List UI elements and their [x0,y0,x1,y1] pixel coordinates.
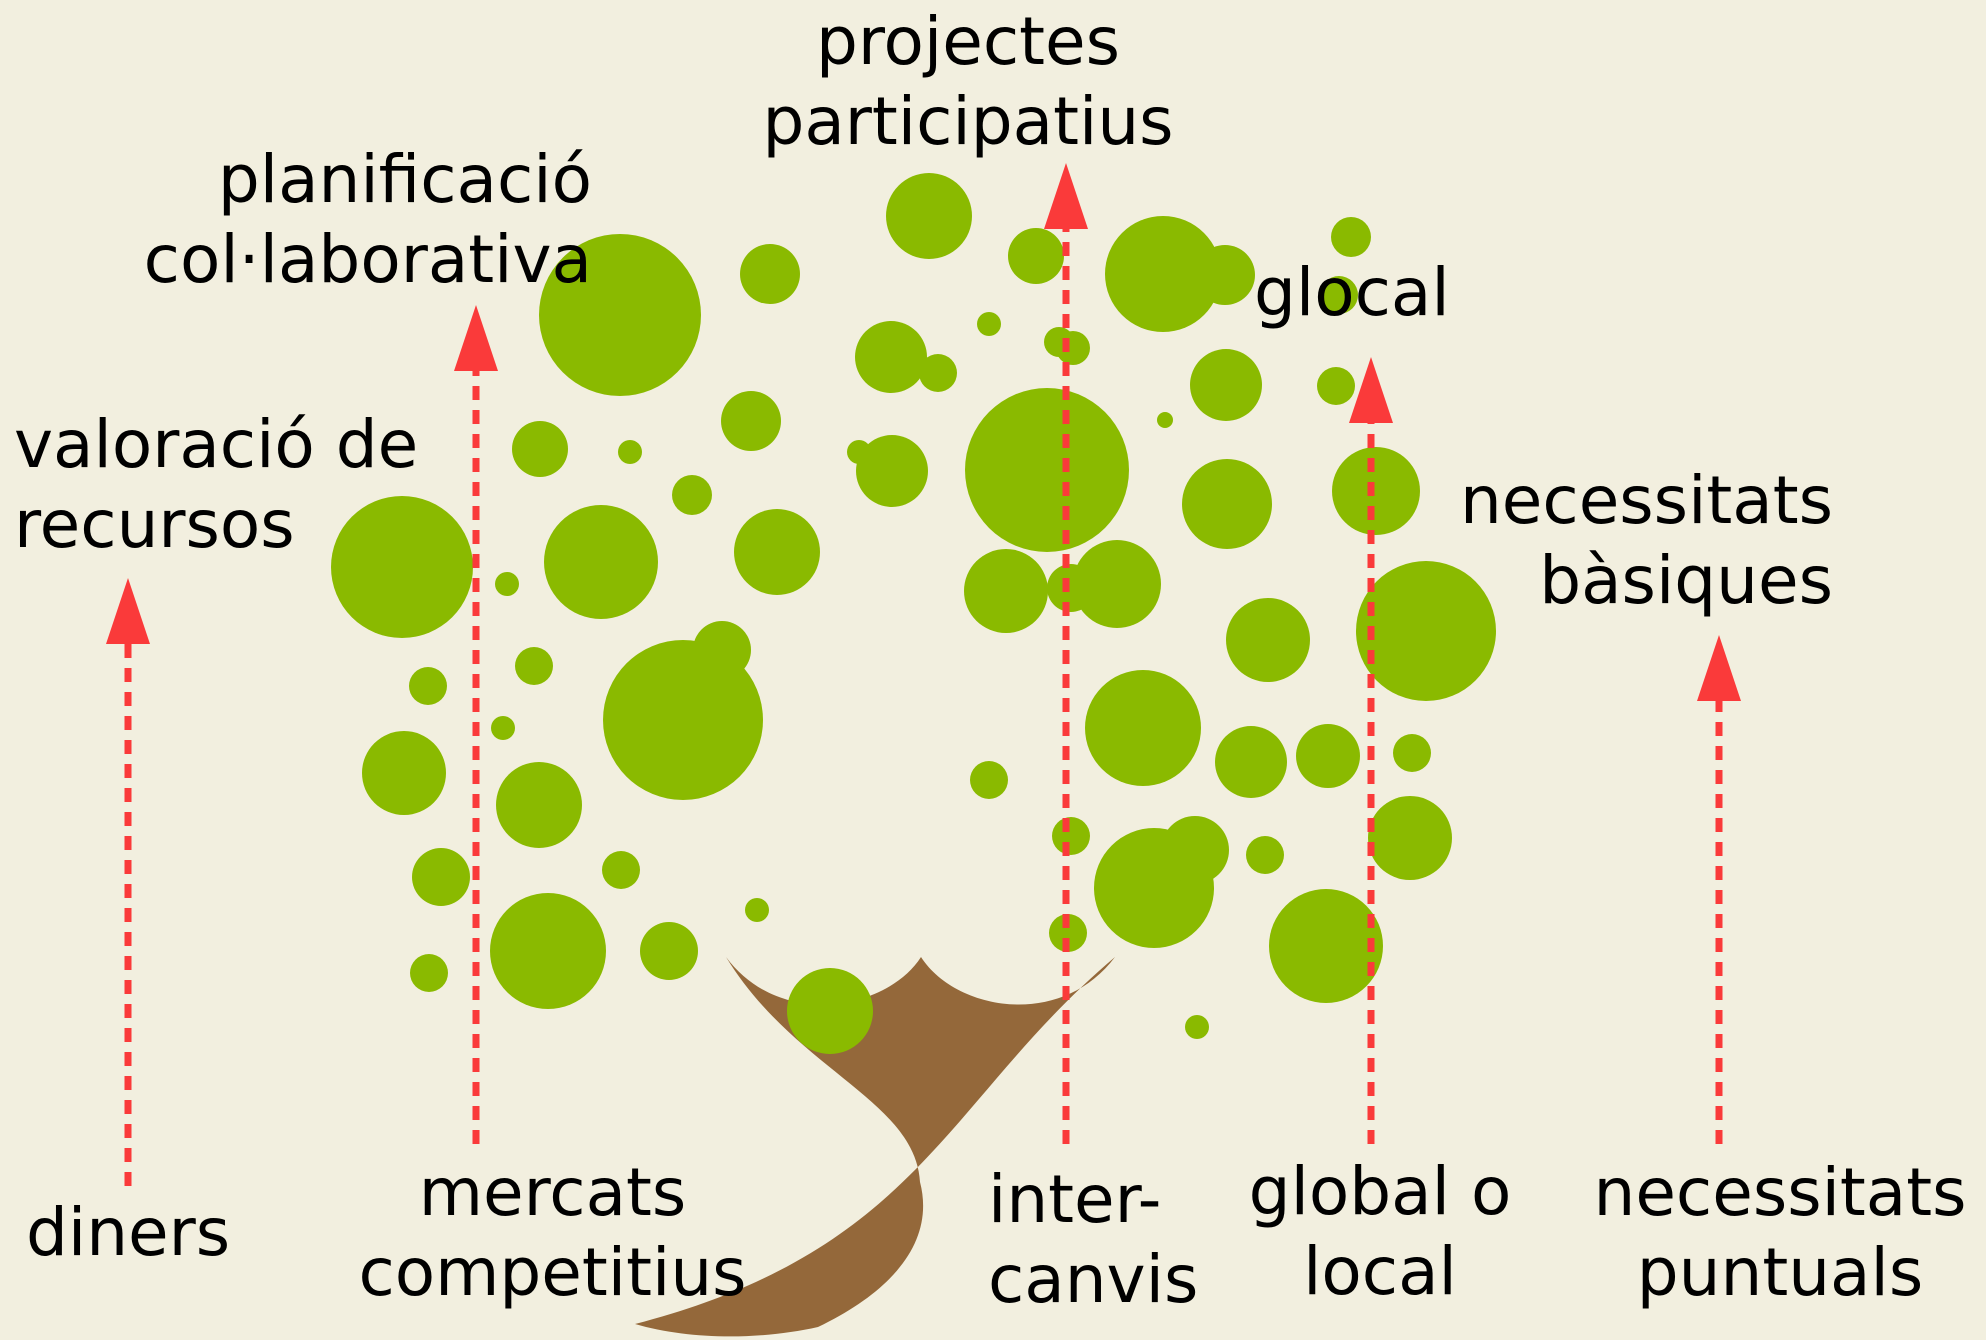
leaf-22 [1368,796,1452,880]
leaf-32 [1331,217,1371,257]
leaf-25 [721,391,781,451]
leaf-23 [1215,726,1287,798]
leaf-2 [544,505,658,619]
leaf-37 [672,475,712,515]
tree-trunk [635,957,1115,1337]
leaf-52 [745,898,769,922]
leaf-18 [1195,245,1255,305]
leaf-54 [1317,367,1355,405]
leaf-35 [1188,485,1228,525]
leaf-58 [1320,276,1358,314]
leaf-49 [640,922,698,980]
leaf-30 [1049,914,1087,952]
label-diners: diners [26,1194,231,1271]
leaf-56 [1185,1015,1209,1039]
arrows-group [106,163,1741,1186]
leaf-60 [847,440,871,464]
leaf-9 [886,173,972,259]
arrow-1 [454,305,498,1144]
label-necessitats-puntuals: necessitats puntuals [1593,1154,1967,1311]
leaf-57 [1393,734,1431,772]
leaf-1 [331,496,473,638]
arrow-2 [1044,163,1088,1144]
label-planificacio-collaborativa: planificació col·laborativa [143,141,592,298]
label-necessitats-basiques: necessitats bàsiques [1459,462,1833,619]
leaf-42 [491,716,515,740]
label-projectes-participatius: projectes participatius [762,3,1174,160]
leaf-55 [1246,836,1284,874]
leaf-5 [1105,216,1221,332]
leaf-51 [787,968,873,1054]
leaf-38 [618,440,642,464]
leaf-8 [1269,889,1383,1003]
leaf-50 [602,851,640,889]
leaf-0 [539,234,701,396]
leaf-17 [1332,447,1420,535]
leaf-48 [490,893,606,1009]
leaf-13 [964,549,1048,633]
leaf-45 [496,762,582,848]
leaf-36 [693,621,751,679]
leaf-12 [734,509,820,595]
leaf-19 [1226,598,1310,682]
leaf-47 [410,954,448,992]
leaf-41 [515,647,553,685]
leaf-15 [1085,670,1201,786]
leaf-7 [1356,561,1496,701]
leaf-40 [495,572,519,596]
leaf-34 [1157,412,1173,428]
leaf-28 [1047,564,1095,612]
arrow-4 [1697,635,1741,1144]
leaf-43 [409,667,447,705]
leaf-24 [740,244,800,304]
arrow-head [1697,635,1741,701]
label-intercanvis: inter- canvis [988,1161,1199,1318]
leaf-20 [1161,816,1229,884]
leaf-21 [1296,724,1360,788]
arrow-head [1349,357,1393,423]
arrow-head [1044,163,1088,229]
leaf-4 [603,640,763,800]
leaf-31 [1190,349,1262,421]
leaf-14 [1073,540,1161,628]
arrow-head [106,578,150,644]
leaf-46 [412,848,470,906]
leaf-3 [965,388,1129,552]
label-mercats-competitius: mercats competitius [358,1154,747,1311]
arrow-3 [1349,357,1393,1144]
leaf-39 [512,421,568,477]
leaf-29 [970,761,1008,799]
arrow-head [454,305,498,371]
label-glocal: glocal [1254,254,1450,331]
leaf-61 [977,312,1001,336]
leaf-26 [1008,228,1064,284]
leaf-27 [919,354,957,392]
label-valoracio-de-recursos: valoració de recursos [14,406,419,563]
leaf-44 [362,731,446,815]
tree-canopy [331,173,1496,1054]
leaf-10 [855,321,927,393]
label-global-o-local: global o local [1248,1153,1512,1310]
leaf-53 [1052,817,1090,855]
leaf-11 [856,435,928,507]
arrow-0 [106,578,150,1186]
